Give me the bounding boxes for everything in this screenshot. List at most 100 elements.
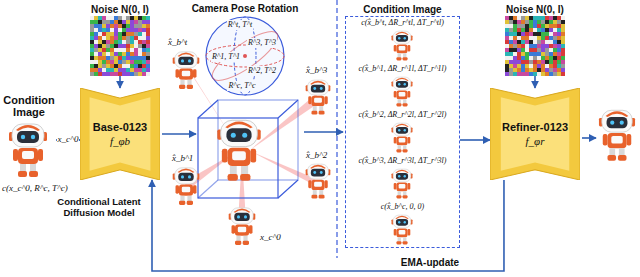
noise-cell — [90, 52, 94, 56]
noise-cell — [134, 40, 138, 44]
noise-cell — [110, 72, 114, 76]
noise-cell — [98, 52, 102, 56]
noise-cell — [122, 52, 126, 56]
noise-cell — [106, 36, 110, 40]
noise-cell — [553, 36, 557, 40]
noise-cell — [537, 48, 541, 52]
noise-cell — [537, 60, 541, 64]
noise-cell — [545, 24, 549, 28]
edge-label: EMA-update — [399, 257, 461, 268]
noise-cell — [98, 16, 102, 20]
noise-cell — [122, 56, 126, 60]
noise-cell — [146, 72, 150, 76]
noise-cell — [549, 44, 553, 48]
view-label: c(x_c^0, R^c, T^c) — [2, 183, 68, 193]
noise-cell — [138, 36, 142, 40]
robot-image — [391, 169, 412, 198]
noise-cell — [549, 72, 553, 76]
noise-cell — [541, 52, 545, 56]
noise-cell — [561, 44, 565, 48]
noise-cell — [513, 20, 517, 24]
noise-cell — [517, 48, 521, 52]
noise-cell — [130, 36, 134, 40]
noise-heading: Noise N(0, I) — [85, 3, 155, 16]
noise-cell — [529, 52, 533, 56]
noise-cell — [521, 64, 525, 68]
noise-cell — [118, 68, 122, 72]
noise-cell — [533, 64, 537, 68]
robot-image — [173, 52, 200, 89]
noise-cell — [505, 32, 509, 36]
noise-cell — [146, 60, 150, 64]
noise-cell — [505, 24, 509, 28]
noise-cell — [505, 56, 509, 60]
noise-cell — [541, 36, 545, 40]
noise-cell — [529, 16, 533, 20]
noise-heading: Noise N(0, I) — [500, 3, 570, 16]
noise-cell — [505, 28, 509, 32]
noise-cell — [521, 16, 525, 20]
noise-cell — [110, 32, 114, 36]
noise-cell — [114, 60, 118, 64]
robot-image — [217, 120, 260, 181]
noise-cell — [102, 40, 106, 44]
noise-cell — [146, 24, 150, 28]
noise-cell — [142, 32, 146, 36]
noise-cell — [529, 32, 533, 36]
noise-cell — [122, 72, 126, 76]
condition-text: c(x̂_b^1, ΔR_r^1l, ΔT_r^1l) — [346, 63, 459, 109]
noise-cell — [505, 44, 509, 48]
noise-cell — [545, 32, 549, 36]
noise-cell — [525, 16, 529, 20]
noise-cell — [545, 40, 549, 44]
noise-cell — [118, 40, 122, 44]
condition-image: Condition Image — [2, 94, 56, 182]
noise-cell — [106, 56, 110, 60]
noise-cell — [90, 32, 94, 36]
noise-cell — [142, 72, 146, 76]
noise-cell — [126, 28, 130, 32]
noise-cell — [541, 20, 545, 24]
robot-image — [391, 123, 412, 152]
noise-cell — [553, 20, 557, 24]
noise-cell — [553, 16, 557, 20]
noise-cell — [533, 44, 537, 48]
condition-text: c(x̂_b^2, ΔR_r^2l, ΔT_r^2l) — [346, 109, 459, 155]
noise-cell — [102, 16, 106, 20]
noise-cell — [541, 32, 545, 36]
noise-cell — [525, 20, 529, 24]
noise-cell — [517, 40, 521, 44]
noise-cell — [541, 60, 545, 64]
noise-cell — [513, 28, 517, 32]
noise-cell — [126, 68, 130, 72]
noise-cell — [142, 64, 146, 68]
noise-cell — [509, 44, 513, 48]
noise-cell — [553, 60, 557, 64]
noise-cell — [557, 52, 561, 56]
robot-image — [229, 208, 256, 245]
noise-cell — [561, 48, 565, 52]
noise-cell — [122, 32, 126, 36]
noise-cell — [110, 44, 114, 48]
noise-cell — [138, 16, 142, 20]
noise-cell — [541, 72, 545, 76]
noise-cell — [509, 20, 513, 24]
noise-cell — [146, 20, 150, 24]
encoder-outline — [490, 88, 580, 180]
noise-cell — [106, 20, 110, 24]
noise-cell — [130, 56, 134, 60]
noise-cell — [114, 68, 118, 72]
noise-cell — [525, 48, 529, 52]
noise-cell — [146, 28, 150, 32]
noise-cell — [509, 28, 513, 32]
noise-cell — [90, 60, 94, 64]
encoder-label-box: Refiner-0123f_φr — [490, 88, 580, 180]
noise-cell — [521, 56, 525, 60]
noise-cell — [126, 24, 130, 28]
noise-cell — [98, 72, 102, 76]
noise-cell — [126, 20, 130, 24]
noise-cell — [521, 28, 525, 32]
noise-cell — [525, 60, 529, 64]
noise-cell — [553, 40, 557, 44]
noise-cell — [130, 48, 134, 52]
